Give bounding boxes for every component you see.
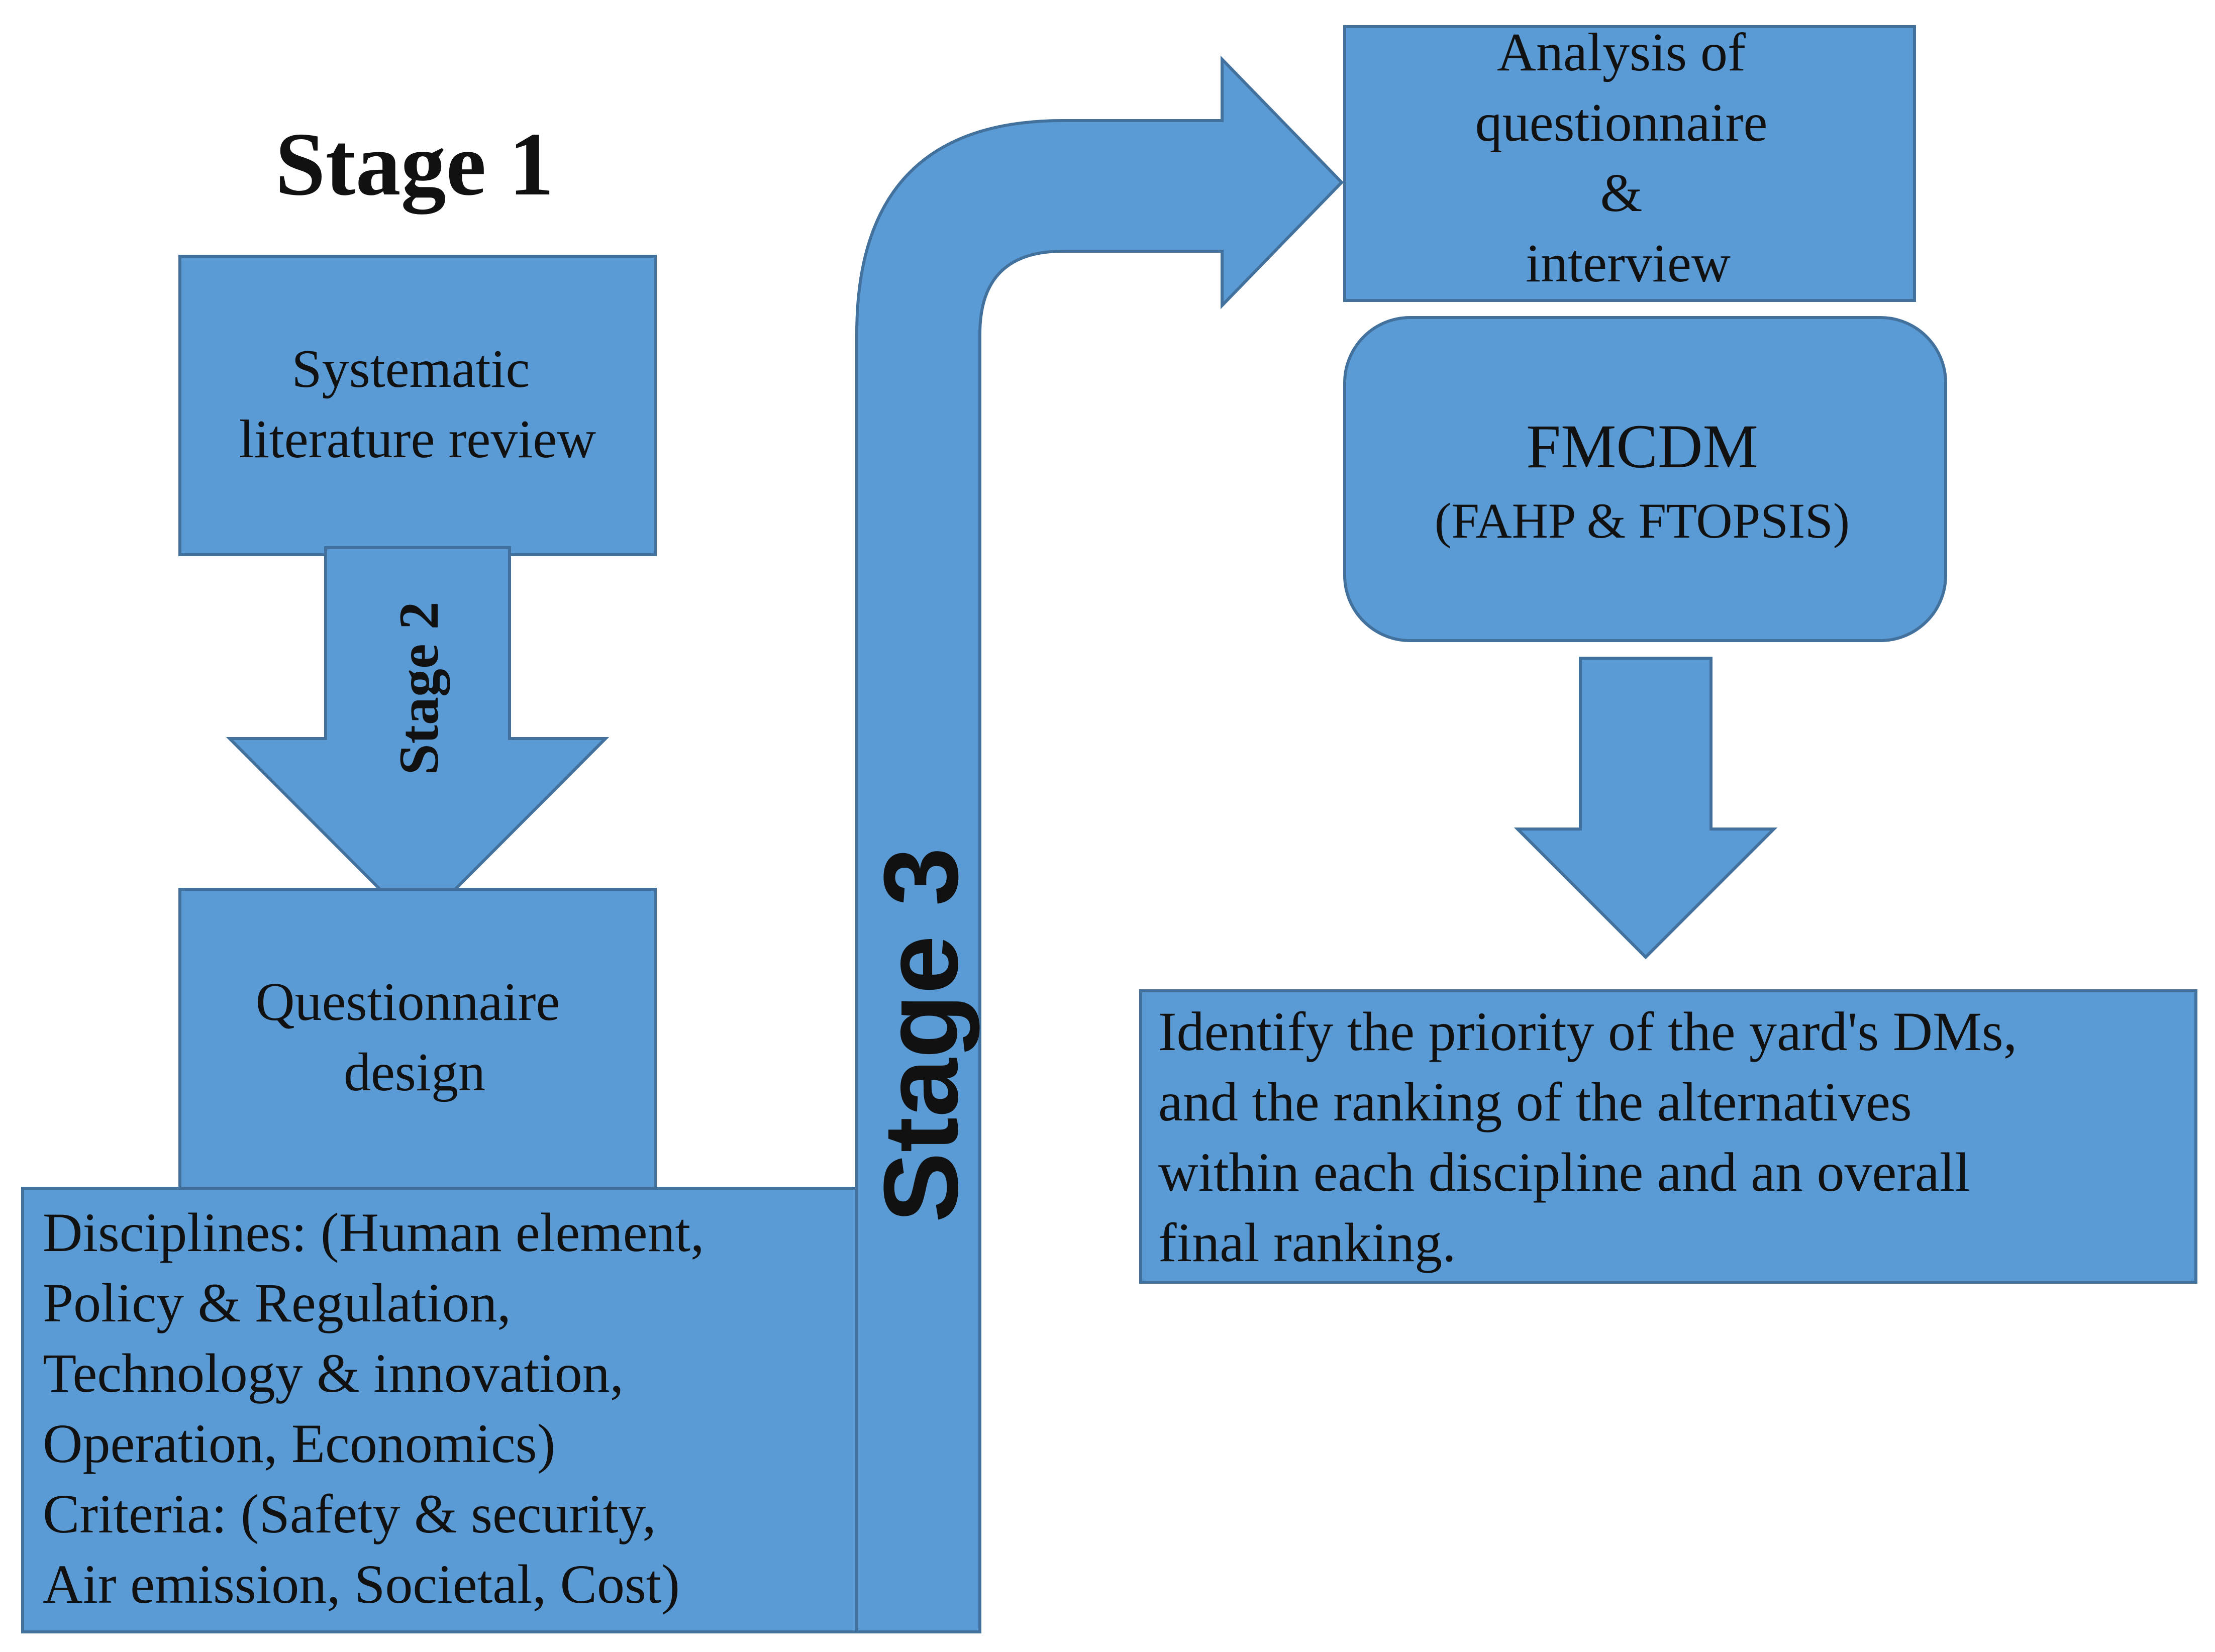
fmcdm-title: FMCDM [1526,412,1758,481]
outcome-text: Identify the priority of the yard's DMs,… [1158,1001,2031,1273]
analysis-box [1343,25,1916,302]
stage-3-bent-arrow [855,55,1344,1633]
fmcdm-subtitle: (FAHP & FTOPSIS) [1435,493,1850,549]
analysis-text: Analysis of questionnaire & interview [1475,23,1781,293]
disciplines-criteria-text: Disciplines: (Human element, Policy & Re… [43,1202,718,1615]
stage-2-down-arrow [226,546,610,930]
disciplines-criteria-box [21,1187,858,1633]
stage-1-label: Stage 1 [275,114,554,215]
outcome-box [1139,989,2197,1284]
stage-2-label: Stage 2 [388,601,450,775]
systematic-literature-review-box [178,255,657,556]
outcome-down-arrow [1514,657,1778,960]
questionnaire-design-box [178,888,657,1192]
questionnaire-design-text: Questionnaire design [256,972,574,1102]
fmcdm-box [1343,316,1947,642]
stage-3-label: Stage 3 [862,848,980,1223]
slr-text: Systematic literature review [239,339,596,469]
